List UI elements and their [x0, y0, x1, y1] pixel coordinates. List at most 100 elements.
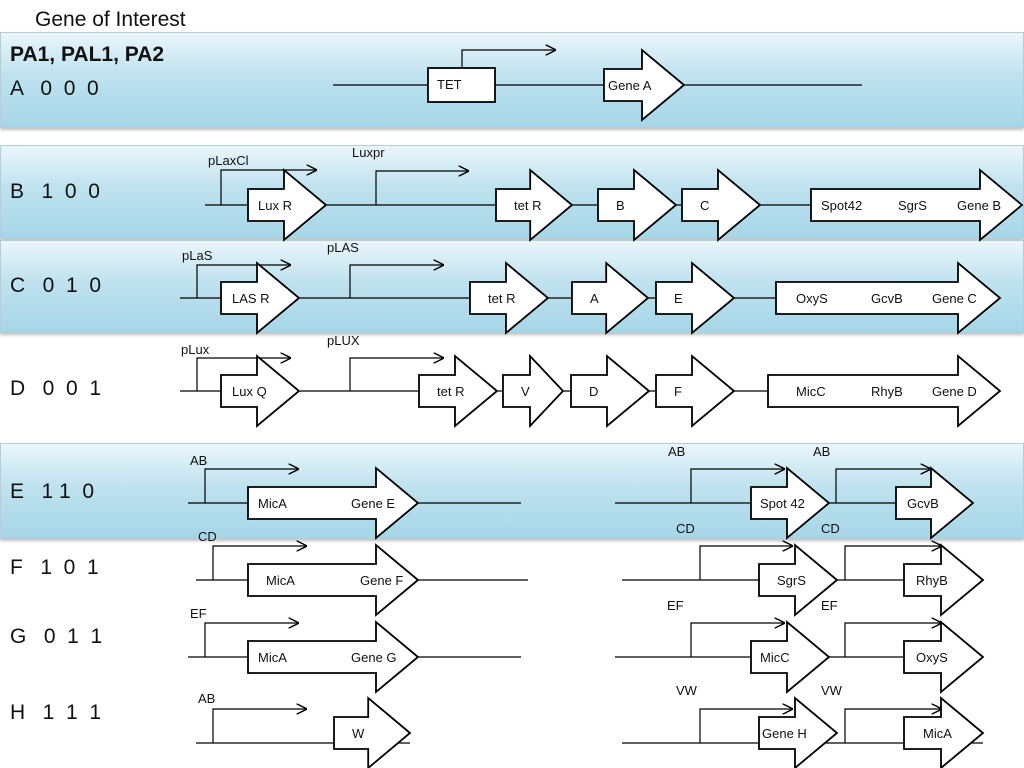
gene-arrow: [681, 168, 762, 242]
gene-label-w: W: [352, 726, 365, 741]
promoter-label-ef: EF: [190, 606, 207, 621]
gene-arrow: [247, 466, 420, 540]
row-label-a: A 0 0 0: [10, 77, 99, 100]
row-label-h: H 1 1 1: [10, 701, 102, 724]
gene-label-micc: MicC: [796, 384, 826, 399]
gene-label-gene_a: Gene A: [608, 78, 652, 93]
promoter-arrow: [844, 709, 941, 743]
promoter-label-vw: VW: [821, 683, 843, 698]
promoter-label-plux: pLUX: [327, 333, 360, 348]
gene-label-sgrs: SgrS: [777, 573, 806, 588]
gene-label-d: D: [589, 384, 598, 399]
row-label-g: G 0 1 1: [10, 625, 103, 648]
gene-arrow: [502, 353, 565, 429]
gene-arrow: [597, 168, 678, 242]
diagram-title: Gene of Interest: [35, 8, 186, 31]
promoter-label-vw: VW: [676, 683, 698, 698]
gene-arrow: [758, 696, 839, 768]
gene-arrow: [418, 354, 499, 428]
gene-label-tet_r: tet R: [488, 291, 515, 306]
gene-arrow: [220, 261, 301, 335]
promoter-label-ab: AB: [813, 444, 830, 459]
promoter-label-luxpr: Luxpr: [352, 145, 385, 160]
gene-label-rhyb: RhyB: [916, 573, 948, 588]
gene-arrow: [810, 168, 1024, 242]
gene-arrow: [655, 354, 736, 428]
promoter-arrow: [349, 358, 443, 391]
gene-arrow: [247, 620, 420, 694]
row-band-e: [0, 443, 1024, 539]
row-label-e: E 1 1 0: [10, 480, 95, 503]
gene-arrow: [750, 466, 831, 540]
gene-label-spot_42: Spot 42: [760, 496, 805, 511]
gene-label-v: V: [521, 384, 530, 399]
gene-label-oxys: OxyS: [916, 650, 948, 665]
gene-label-micc: MicC: [760, 650, 790, 665]
gene-label-mica: MicA: [923, 726, 952, 741]
gene-label-tet_r: tet R: [437, 384, 464, 399]
promoter-arrow: [835, 469, 930, 503]
gene-label-oxys: OxyS: [796, 291, 828, 306]
row-label-f: F 1 0 1: [10, 556, 99, 579]
gene-label-mica: MicA: [258, 496, 287, 511]
gene-arrow: [247, 168, 328, 242]
gene-label-gene_d: Gene D: [932, 384, 977, 399]
promoter-label-cd: CD: [198, 529, 217, 544]
gene-label-gene_f: Gene F: [360, 573, 403, 588]
gene-arrow: [247, 543, 420, 617]
promoter-label-plaxcl: pLaxCl: [208, 153, 249, 168]
gene-arrow: [655, 261, 736, 335]
promoter-label-plas_small: pLaS: [182, 248, 213, 263]
promoter-label-ef: EF: [667, 598, 684, 613]
row-label-b: B 1 0 0: [10, 180, 100, 203]
row-label-c: C 0 1 0: [10, 274, 102, 297]
gene-label-lux_q: Lux Q: [232, 384, 267, 399]
gene-label-c: C: [700, 198, 709, 213]
gene-label-rhyb: RhyB: [871, 384, 903, 399]
gene-label-sgrs: SgrS: [898, 198, 927, 213]
gene-arrow: [895, 466, 975, 540]
tet-box: [427, 67, 496, 103]
promoter-label-cd: CD: [821, 521, 840, 536]
gene-arrow: [903, 543, 985, 617]
gene-label-e: E: [674, 291, 683, 306]
promoter-label-plux_small: pLux: [181, 342, 210, 357]
gene-arrow: [469, 261, 550, 335]
gene-arrow: [758, 543, 839, 617]
gene-arrow: [495, 168, 574, 242]
promoter-arrow: [212, 709, 306, 743]
gene-label-gene_g: Gene G: [351, 650, 397, 665]
gene-arrow: [220, 354, 301, 428]
gene-label-b: B: [616, 198, 625, 213]
gene-arrow: [570, 354, 651, 428]
row-label-d: D 0 0 1: [10, 377, 102, 400]
promoter-arrow: [204, 623, 298, 657]
gene-label-mica: MicA: [258, 650, 287, 665]
gene-label-gcvb: GcvB: [871, 291, 903, 306]
gene-label-las_r: LAS R: [232, 291, 270, 306]
promoter-label-ab: AB: [190, 453, 207, 468]
promoter-label-plas: pLAS: [327, 240, 359, 255]
gene-label-lux_r: Lux R: [258, 198, 292, 213]
row-band-a: [0, 32, 1024, 128]
gene-label-mica: MicA: [266, 573, 295, 588]
gene-label-tet_r: tet R: [514, 198, 541, 213]
gene-arrow: [903, 620, 985, 694]
gene-label-gene_e: Gene E: [351, 496, 395, 511]
gene-arrow: [333, 696, 412, 768]
gene-arrow: [775, 261, 1002, 335]
promoter-label-ab: AB: [198, 691, 215, 706]
gene-label-a: A: [590, 291, 599, 306]
promoter-label-ef: EF: [821, 598, 838, 613]
promoter-arrow: [212, 546, 306, 580]
gene-arrow: [571, 261, 650, 335]
gene-label-f: F: [674, 384, 682, 399]
promoter-label-ab: AB: [668, 444, 685, 459]
promoter-arrow: [204, 469, 298, 503]
gene-arrow: [903, 696, 985, 768]
promoter-arrow: [461, 50, 555, 68]
promoter-arrow: [375, 171, 468, 205]
gene-label-gene_h: Gene H: [762, 726, 807, 741]
gene-arrow: [750, 620, 831, 694]
